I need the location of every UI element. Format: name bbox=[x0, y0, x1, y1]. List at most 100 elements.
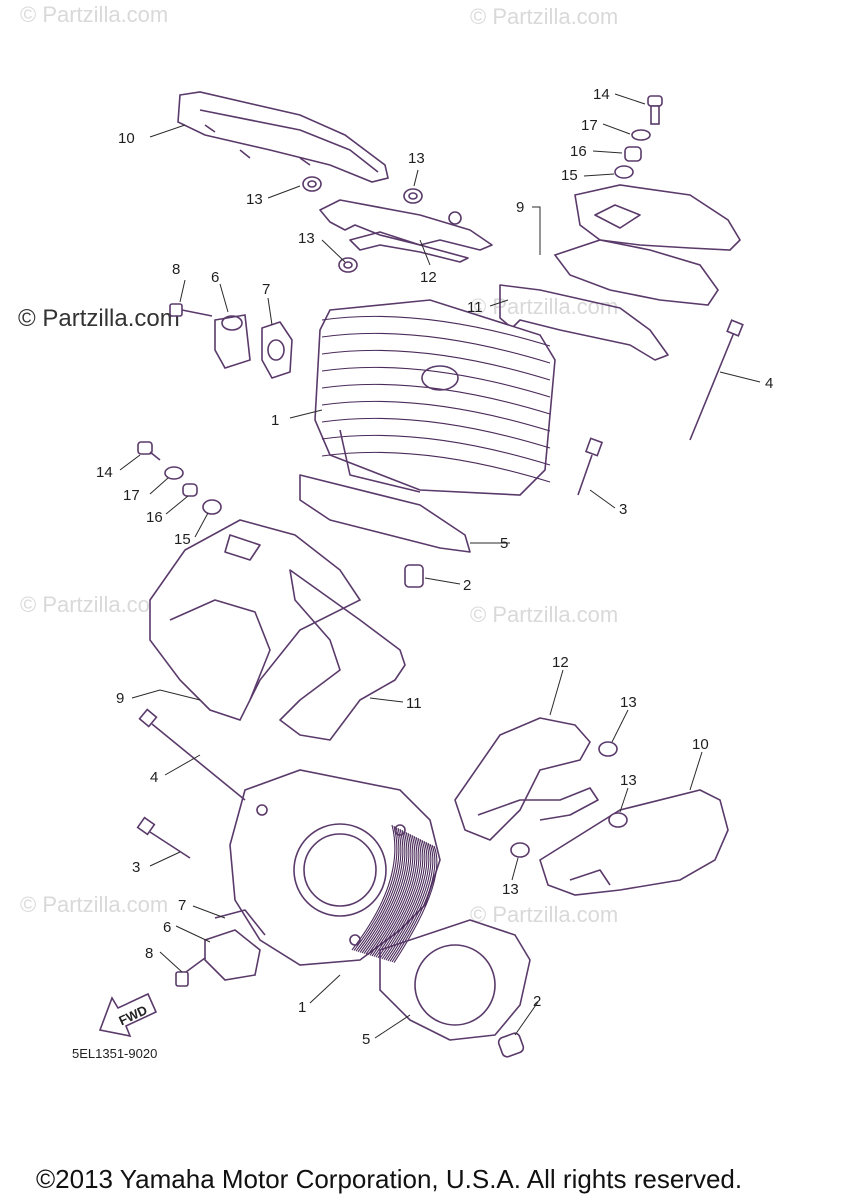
callout-number: 15 bbox=[561, 167, 578, 184]
cylinder-fin bbox=[367, 832, 412, 956]
callout-number: 10 bbox=[692, 736, 709, 753]
gasket-base-upper bbox=[299, 474, 471, 553]
dowel-upper bbox=[404, 564, 424, 588]
watermark: © Partzilla.com bbox=[470, 294, 618, 319]
stud-lower bbox=[138, 708, 246, 801]
bolt-small-lower bbox=[175, 957, 206, 987]
callout-number: 7 bbox=[262, 281, 270, 298]
cylinder-fin bbox=[321, 400, 551, 432]
callout-number: 12 bbox=[420, 269, 437, 286]
watermark: © Partzilla.com bbox=[20, 892, 168, 917]
callout-number: 17 bbox=[123, 487, 140, 504]
clamp-lower bbox=[204, 909, 266, 981]
cylinder-fin bbox=[361, 829, 406, 954]
callout-number: 15 bbox=[174, 531, 191, 548]
clamp-upper bbox=[214, 314, 251, 369]
cylinder-fin bbox=[379, 838, 424, 959]
dowel-lower bbox=[497, 1032, 525, 1058]
cylinder-fin bbox=[381, 839, 426, 960]
watermark: © Partzilla.com bbox=[20, 2, 168, 27]
callout-number: 2 bbox=[463, 577, 471, 594]
callout-number: 10 bbox=[118, 130, 135, 147]
cylinder-fin bbox=[377, 837, 422, 959]
callout-number: 17 bbox=[581, 117, 598, 134]
partzilla-watermark: © Partzilla.com bbox=[18, 305, 180, 332]
grommet bbox=[338, 257, 358, 273]
bracket-upper bbox=[319, 199, 493, 263]
cylinder-fin bbox=[373, 835, 418, 957]
bracket-lower bbox=[454, 717, 599, 841]
callout-number: 13 bbox=[298, 230, 315, 247]
callout-number: 4 bbox=[150, 769, 158, 786]
cylinder-fin bbox=[321, 434, 551, 466]
callout-number: 3 bbox=[132, 859, 140, 876]
copyright-notice: ©2013 Yamaha Motor Corporation, U.S.A. A… bbox=[36, 1164, 742, 1194]
cylinder-fin bbox=[385, 841, 430, 961]
watermark: © Partzilla.com bbox=[470, 4, 618, 29]
cylinder-fin bbox=[383, 840, 428, 960]
cylinder-fin bbox=[359, 828, 404, 953]
gasket-base-lower bbox=[379, 919, 531, 1041]
callout-number: 16 bbox=[146, 509, 163, 526]
bolt-stack-upper bbox=[614, 95, 663, 179]
cylinder-fin bbox=[321, 332, 551, 364]
grommet bbox=[598, 741, 618, 757]
callout-number: 1 bbox=[271, 412, 279, 429]
cover-right-upper bbox=[553, 184, 742, 306]
cylinder-lower bbox=[229, 769, 441, 966]
cylinder-fin bbox=[363, 830, 408, 954]
callout-number: 13 bbox=[620, 772, 637, 789]
callout-number: 8 bbox=[172, 261, 180, 278]
callout-number: 11 bbox=[406, 695, 422, 712]
cylinder-fin bbox=[321, 366, 551, 398]
callout-number: 13 bbox=[620, 694, 637, 711]
grommet bbox=[510, 842, 530, 858]
cylinder-fin bbox=[371, 834, 416, 957]
cylinder-upper bbox=[314, 299, 556, 496]
callout-number: 5 bbox=[500, 535, 508, 552]
callout-number: 1 bbox=[298, 999, 306, 1016]
cylinder-fin bbox=[391, 844, 436, 963]
bolt-upper bbox=[577, 437, 604, 496]
leader-lines bbox=[119, 93, 761, 1039]
cylinder-fin bbox=[393, 845, 438, 963]
callout-number: 13 bbox=[246, 191, 263, 208]
fwd-arrow-icon: FWD bbox=[98, 992, 158, 1038]
stud-upper bbox=[689, 319, 744, 441]
cover-upper bbox=[177, 91, 389, 183]
gasket-small-upper bbox=[261, 321, 293, 379]
cylinder-fin bbox=[389, 843, 434, 962]
callout-number: 2 bbox=[533, 993, 541, 1010]
cover-left-lower bbox=[149, 519, 362, 721]
callout-number: 13 bbox=[502, 881, 519, 898]
cylinder-fin bbox=[369, 833, 414, 956]
bolt-small-upper bbox=[169, 303, 213, 317]
callout-number: 16 bbox=[570, 143, 587, 160]
grommet bbox=[302, 176, 322, 192]
callout-number: 14 bbox=[96, 464, 113, 481]
watermark: © Partzilla.com bbox=[470, 902, 618, 927]
callout-number: 12 bbox=[552, 654, 569, 671]
cylinder-fin bbox=[351, 824, 396, 951]
cover-right-lower bbox=[539, 789, 729, 896]
callout-number: 5 bbox=[362, 1031, 370, 1048]
grommet bbox=[608, 812, 628, 828]
cylinder-fin bbox=[353, 825, 398, 951]
watermark: © Partzilla.com bbox=[470, 602, 618, 627]
callout-number: 9 bbox=[116, 690, 124, 707]
watermark: © Partzilla.com bbox=[20, 592, 168, 617]
diagram-code: 5EL1351-9020 bbox=[72, 1046, 157, 1061]
callout-number: 8 bbox=[145, 945, 153, 962]
grommet bbox=[403, 188, 423, 204]
callout-number: 4 bbox=[765, 375, 773, 392]
cylinder-fin bbox=[321, 315, 551, 347]
cylinder-fin bbox=[357, 827, 402, 953]
cylinder-fin bbox=[321, 349, 551, 381]
bolt-stack-lower bbox=[137, 441, 222, 515]
callout-number: 6 bbox=[163, 919, 171, 936]
callout-number: 13 bbox=[408, 150, 425, 167]
callout-number: 14 bbox=[593, 86, 610, 103]
callout-number: 11 bbox=[467, 299, 483, 316]
cylinder-fin bbox=[321, 451, 551, 483]
